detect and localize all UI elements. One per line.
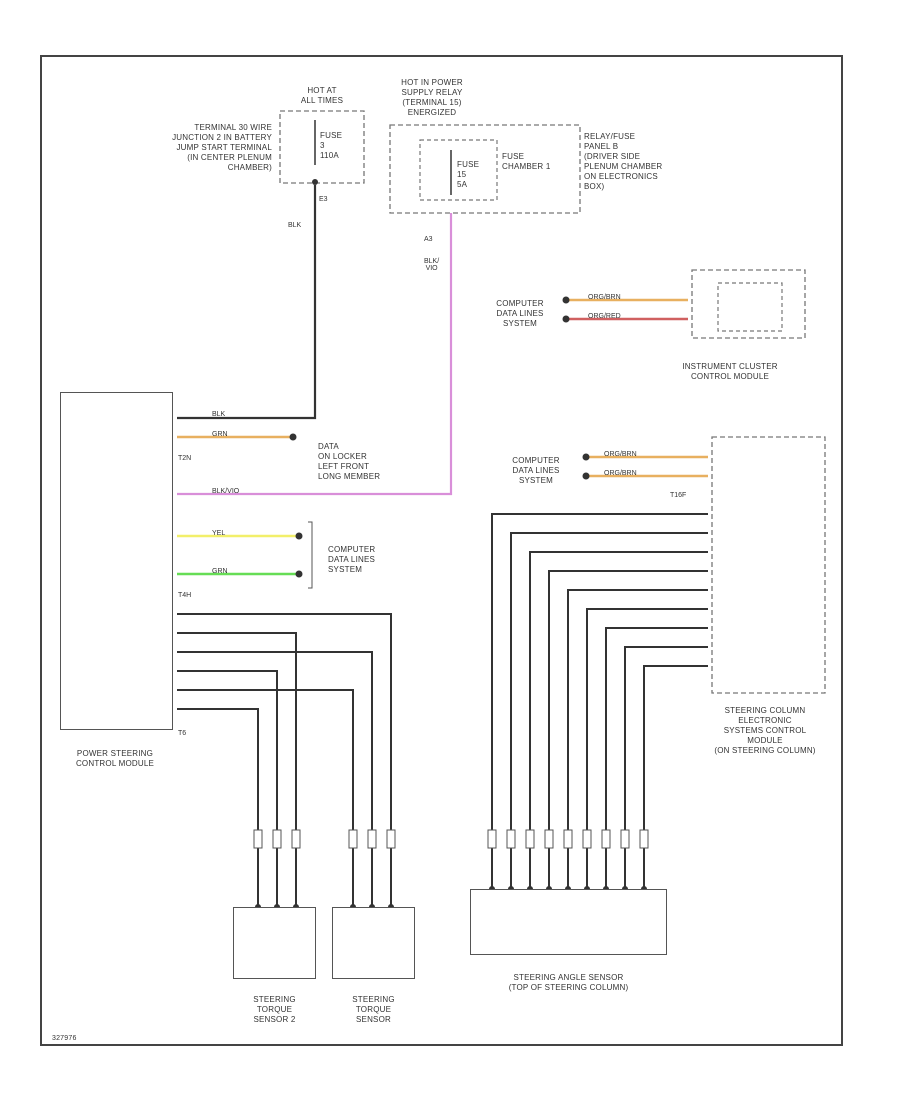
a3-label: A3 bbox=[424, 236, 433, 243]
terminal30-label: TERMINAL 30 WIRE JUNCTION 2 IN BATTERY J… bbox=[172, 123, 272, 172]
org-brn-ic-label: ORG/BRN bbox=[588, 294, 621, 301]
steering-angle-sensor-label: STEERING ANGLE SENSOR (TOP OF STEERING C… bbox=[508, 973, 629, 992]
steering-column-module-label: STEERING COLUMN ELECTRONIC SYSTEMS CONTR… bbox=[714, 706, 816, 755]
steering-torque-sensor-box bbox=[332, 907, 415, 979]
angle-sensor-wires bbox=[491, 513, 708, 889]
t4h-pin: T4H bbox=[178, 592, 192, 599]
data-link-label: DATA ON LOCKER LEFT FRONT LONG MEMBER bbox=[318, 442, 381, 481]
power-steering-label: POWER STEERING CONTROL MODULE bbox=[75, 749, 155, 768]
instrument-cluster-label: INSTRUMENT CLUSTER CONTROL MODULE bbox=[682, 362, 778, 381]
yel-label: YEL bbox=[212, 530, 226, 537]
power-steering-module-box bbox=[60, 392, 173, 730]
e3-label: E3 bbox=[319, 196, 328, 203]
t2n-pin: T2N bbox=[178, 455, 192, 462]
blk-vio-label: BLK/ VIO bbox=[424, 258, 440, 272]
org-brn-scm-2-label: ORG/BRN bbox=[604, 470, 637, 477]
steering-angle-sensor-box bbox=[470, 889, 667, 955]
hot-at-all-times-label: HOT AT ALL TIMES bbox=[300, 86, 344, 105]
computer-data-lines-3-label: COMPUTER DATA LINES SYSTEM bbox=[512, 456, 560, 485]
blk-vio2-label: BLK/VIO bbox=[212, 488, 240, 495]
fuse-right-label: FUSE 15 5A bbox=[457, 160, 480, 189]
fuse-box-left bbox=[279, 110, 365, 184]
relay-fuse-panel bbox=[389, 124, 581, 214]
fuse-chamber-box bbox=[419, 139, 498, 201]
instrument-cluster-box bbox=[691, 269, 806, 339]
computer-data-lines-2-label: COMPUTER DATA LINES SYSTEM bbox=[328, 545, 376, 574]
splice-e3 bbox=[312, 179, 318, 185]
steering-torque-sensor-2-box bbox=[233, 907, 316, 979]
org-brn-scm-1-label: ORG/BRN bbox=[604, 451, 637, 458]
blk-label: BLK bbox=[288, 222, 302, 229]
fuse-chamber-label: FUSE CHAMBER 1 bbox=[502, 152, 551, 171]
steering-column-module-box bbox=[711, 436, 826, 694]
blk2-label: BLK bbox=[212, 411, 226, 418]
steering-torque-sensor-2-label: STEERING TORQUE SENSOR 2 bbox=[253, 995, 296, 1024]
org-red-ic-label: ORG/RED bbox=[588, 313, 621, 320]
t16f-pin: T16F bbox=[670, 492, 687, 499]
wire-blk-main bbox=[177, 185, 317, 420]
diagram-frame bbox=[40, 55, 843, 1046]
steering-torque-sensor-label: STEERING TORQUE SENSOR bbox=[352, 995, 395, 1024]
hot-power-supply-label: HOT IN POWER SUPPLY RELAY (TERMINAL 15) … bbox=[401, 78, 463, 117]
figure-id: 327976 bbox=[52, 1035, 77, 1042]
torque-sensor-wires bbox=[177, 613, 392, 907]
fuse-left-label: FUSE 3 110A bbox=[320, 131, 343, 160]
grn-label: GRN bbox=[212, 431, 228, 438]
relay-panel-label: RELAY/FUSE PANEL B (DRIVER SIDE PLENUM C… bbox=[584, 132, 663, 191]
computer-data-lines-1-label: COMPUTER DATA LINES SYSTEM bbox=[496, 299, 544, 328]
wire-blk-vio bbox=[177, 213, 453, 496]
t6-pin: T6 bbox=[178, 730, 187, 737]
grn2-label: GRN bbox=[212, 568, 228, 575]
